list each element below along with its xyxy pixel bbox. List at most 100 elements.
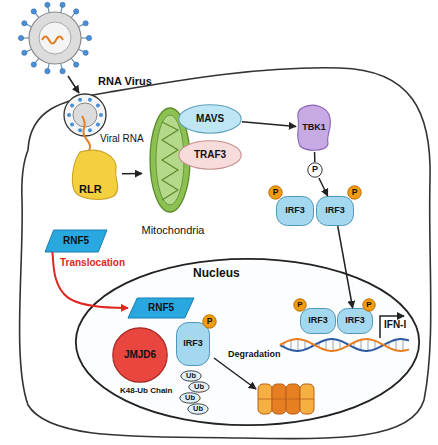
node-text-block: IRF3 [337,308,373,334]
virus-spike-stalk [26,49,31,52]
rnf5-protein: RNF5 [128,298,194,318]
virus-spike-stalk [71,58,75,63]
virus-name-box: RNA Virus [92,74,158,90]
tbk1-kinase: TBK1 [296,104,332,152]
irf3-protein: IRF3 [337,308,373,334]
virus-spike-stalk [26,24,31,27]
virus-spikes [18,2,91,73]
node-text-block: P [347,185,362,200]
virus-spike-head [22,50,27,55]
node-label: Ub [185,394,195,402]
dna-base-pair [333,339,334,351]
shape-outline [72,150,117,199]
viral-rna-strand [82,116,90,150]
node-label: MAVS [196,114,224,125]
node-text-block: Nucleus [193,267,240,280]
virus-capsid [39,22,71,54]
node-text-block: RLR [79,184,102,196]
dna-base-pair [375,341,376,350]
shape-outline [277,197,314,226]
connector-arrow [122,173,142,175]
node-label: RNA Virus [98,76,152,88]
node-label: Ub [186,372,196,380]
dna-base-pair [291,340,292,350]
node-text-block: JMJD6 [112,327,168,383]
phosphate-circle: P [293,298,307,312]
phosphate-circle: P [307,162,323,178]
entering-virus-spike [67,113,71,117]
virus-spike-head [83,21,88,26]
shape-outline [301,309,336,334]
node-text-block: Ub [179,392,201,404]
nucleus: NucleusIRF3IRF3PPRNF5JMJD6IRF3PUbUbUbUb [75,258,420,426]
dna-base-pair [326,340,327,350]
shape-outline [308,163,322,177]
entering-virus-spikes [67,98,103,132]
node-label: P [352,188,358,197]
dna-strand [280,339,409,351]
node-text-block: P [268,185,283,200]
shape-outline [317,197,354,226]
node-text-block: P [307,162,323,178]
node-text-block: RNA Virus [92,74,158,90]
node-label: P [312,165,318,174]
node-label: TBK1 [302,123,326,132]
entering-virus [73,103,97,127]
irf3-protein: IRF3 [176,322,210,366]
proteasome-ring [286,384,300,414]
dna-base-pair [396,340,397,351]
virus-spike-head [31,62,36,67]
virus-spike-head [22,21,27,26]
node-text-block: P [362,298,376,312]
node-text-block: P [293,298,307,312]
virus-spike-stalk [78,49,83,52]
node-text-block: Ub [187,403,209,415]
virus-spike-head [74,9,79,14]
ubiquitin: Ub [179,392,201,404]
node-text-block: Ub [180,370,202,382]
shape-outline [189,382,209,392]
proteasome-groove [258,399,314,400]
virus-spike-head [45,2,50,7]
node-label: IRF3 [325,206,345,215]
node-text-block: RNF5 [128,298,194,318]
ubiquitin: Ub [187,403,209,415]
node-label: RLR [79,184,102,196]
dna-strand [280,339,409,351]
entering-virus-spike [88,128,92,132]
ubiquitin: Ub [188,381,210,393]
entering-virus-spike [96,104,100,108]
node-label: Ub [194,383,204,391]
shape-outline [203,315,216,328]
dna-base-pair [312,344,313,347]
virus-spike-stalk [61,7,62,13]
endosome [64,94,106,136]
dna-base-pair [319,343,320,348]
virus-spike-head [45,69,50,74]
node-label: TRAF3 [194,150,226,161]
proteasome [258,384,314,414]
entering-virus-spike [70,104,74,108]
dna-base-pair [298,339,299,351]
cell-membrane [20,68,431,439]
shape-outline [181,371,201,381]
irf3-protein: IRF3 [316,196,354,226]
node-text-block: P [202,314,217,329]
node-text-block: TBK1 [296,104,332,152]
proteasome-ring [300,384,314,414]
entering-virus-spike [78,128,82,132]
node-label: IRF3 [308,316,328,325]
shape-outline [348,186,361,199]
virus-spike-stalk [81,37,87,38]
degradation-arrow [214,358,256,389]
virus-spike-head [31,9,36,14]
virus-spike-stalk [35,13,39,18]
node-text-block: RNF5 [45,230,107,252]
shape-outline [179,105,241,133]
shape-outline [180,393,200,403]
shape-outline [363,299,375,311]
node-label: P [207,317,213,326]
